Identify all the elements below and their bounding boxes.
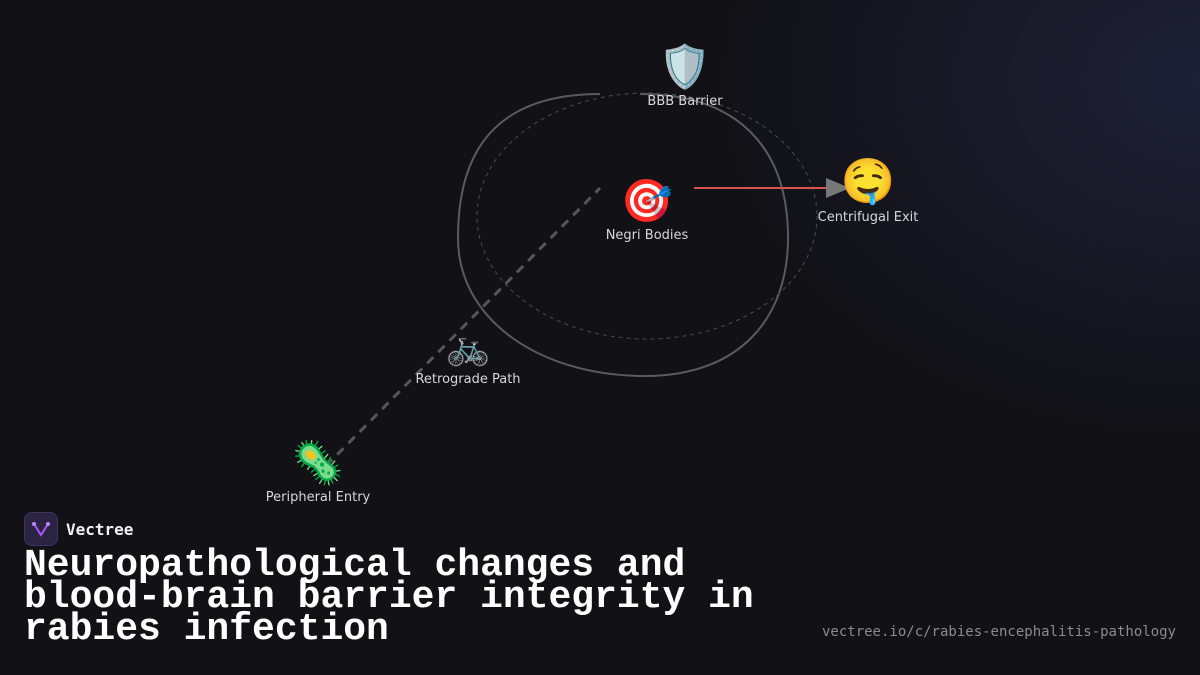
node-negri-bodies: 🎯 Negri Bodies [605, 176, 689, 244]
microbe-icon: 🦠 [291, 438, 345, 487]
vectree-logo-icon [24, 512, 58, 546]
node-retrograde-path: 🚲 Retrograde Path [415, 327, 521, 388]
node-label: Peripheral Entry [265, 490, 371, 505]
bbb-inner-boundary [476, 92, 818, 340]
brand: Vectree [24, 512, 133, 546]
target-icon: 🎯 [620, 176, 674, 225]
node-bbb-barrier: 🛡️ BBB Barrier [647, 42, 723, 110]
node-label: Centrifugal Exit [817, 210, 919, 225]
node-label: Negri Bodies [605, 228, 689, 243]
node-peripheral-entry: 🦠 Peripheral Entry [265, 438, 371, 506]
edge-entry-to-negri [324, 186, 602, 468]
bicycle-icon: 🚲 [445, 327, 491, 368]
node-label: BBB Barrier [647, 94, 723, 109]
page-title: Neuropathological changes and blood-brai… [24, 544, 754, 651]
bbb-membrane-outline [456, 93, 790, 378]
node-label: Retrograde Path [415, 372, 521, 387]
brand-name: Vectree [66, 519, 134, 539]
shield-icon: 🛡️ [658, 42, 712, 91]
node-centrifugal-exit: 🤤 Centrifugal Exit [817, 156, 919, 226]
source-url[interactable]: vectree.io/c/rabies-encephalitis-patholo… [821, 624, 1176, 640]
drooling-face-icon: 🤤 [840, 156, 896, 207]
